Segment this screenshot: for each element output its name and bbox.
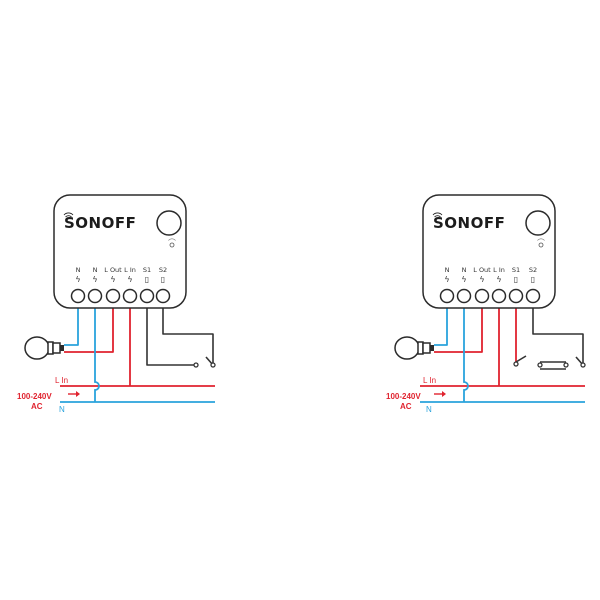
bolt-icon: ϟ — [127, 275, 132, 284]
neutral-device-wire — [94, 300, 100, 402]
bolt-icon: ϟ — [496, 275, 501, 284]
traveller-wires — [540, 361, 566, 370]
neutral-bulb-wire — [434, 300, 448, 346]
diagram-one-way: L In 100-240V AC N SONOFF N N L Out L In… — [17, 194, 216, 414]
terminal-label-s2: S2 — [159, 266, 167, 274]
diagram-two-way: L In 100-240V AC N SONOFF N N L Out L In… — [386, 194, 586, 414]
terminal-label-s1: S1 — [512, 266, 520, 274]
line-in-label: L In — [423, 376, 436, 385]
terminal-label-s1: S1 — [143, 266, 151, 274]
line-in-label: L In — [55, 376, 68, 385]
arrow-right-icon — [68, 391, 80, 397]
live-out-wire — [64, 300, 114, 353]
neutral-label: N — [59, 405, 65, 414]
bolt-icon: ϟ — [461, 275, 466, 284]
light-bulb-icon — [24, 336, 64, 360]
bolt-icon: ϟ — [75, 275, 80, 284]
terminal-label-s2: S2 — [529, 266, 537, 274]
terminal-screws — [70, 288, 171, 304]
bolt-icon: ϟ — [110, 275, 115, 284]
switch-mark-icon: ▯ — [514, 275, 518, 284]
voltage-label: 100-240V — [386, 392, 421, 401]
live-out-wire — [434, 300, 483, 353]
terminal-label-n1: N — [76, 266, 81, 274]
neutral-bulb-wire — [64, 300, 79, 346]
switch-wire — [146, 300, 214, 366]
bolt-icon: ϟ — [92, 275, 97, 284]
neutral-label: N — [426, 405, 432, 414]
ac-label: AC — [400, 402, 412, 411]
device-body — [53, 194, 187, 309]
wifi-signal-icon — [432, 212, 443, 218]
terminal-label-l-in: L In — [493, 266, 505, 274]
arrow-right-icon — [434, 391, 446, 397]
switch-icon — [193, 362, 216, 368]
light-bulb-icon — [394, 336, 434, 360]
terminal-label-l-in: L In — [124, 266, 136, 274]
terminal-label-l-out: L Out — [473, 266, 491, 274]
wifi-signal-icon — [63, 212, 74, 218]
button-icon — [525, 210, 551, 236]
switch-mark-icon: ▯ — [531, 275, 535, 284]
neutral-device-wire — [463, 300, 469, 402]
voltage-label: 100-240V — [17, 392, 52, 401]
switch-wire — [532, 300, 584, 366]
bolt-icon: ϟ — [479, 275, 484, 284]
switch-mark-icon: ▯ — [145, 275, 149, 284]
status-led — [168, 238, 176, 248]
terminal-screws — [439, 288, 541, 304]
terminal-label-n2: N — [93, 266, 98, 274]
terminal-label-n2: N — [462, 266, 467, 274]
status-led — [537, 238, 545, 248]
brand-logo: SONOFF — [433, 214, 505, 232]
switch-mark-icon: ▯ — [161, 275, 165, 284]
terminal-label-n1: N — [445, 266, 450, 274]
bolt-icon: ϟ — [444, 275, 449, 284]
switch-icon — [513, 361, 586, 368]
device-body — [422, 194, 556, 309]
terminal-label-l-out: L Out — [104, 266, 122, 274]
ac-label: AC — [31, 402, 43, 411]
button-icon — [156, 210, 182, 236]
brand-logo: SONOFF — [64, 214, 136, 232]
